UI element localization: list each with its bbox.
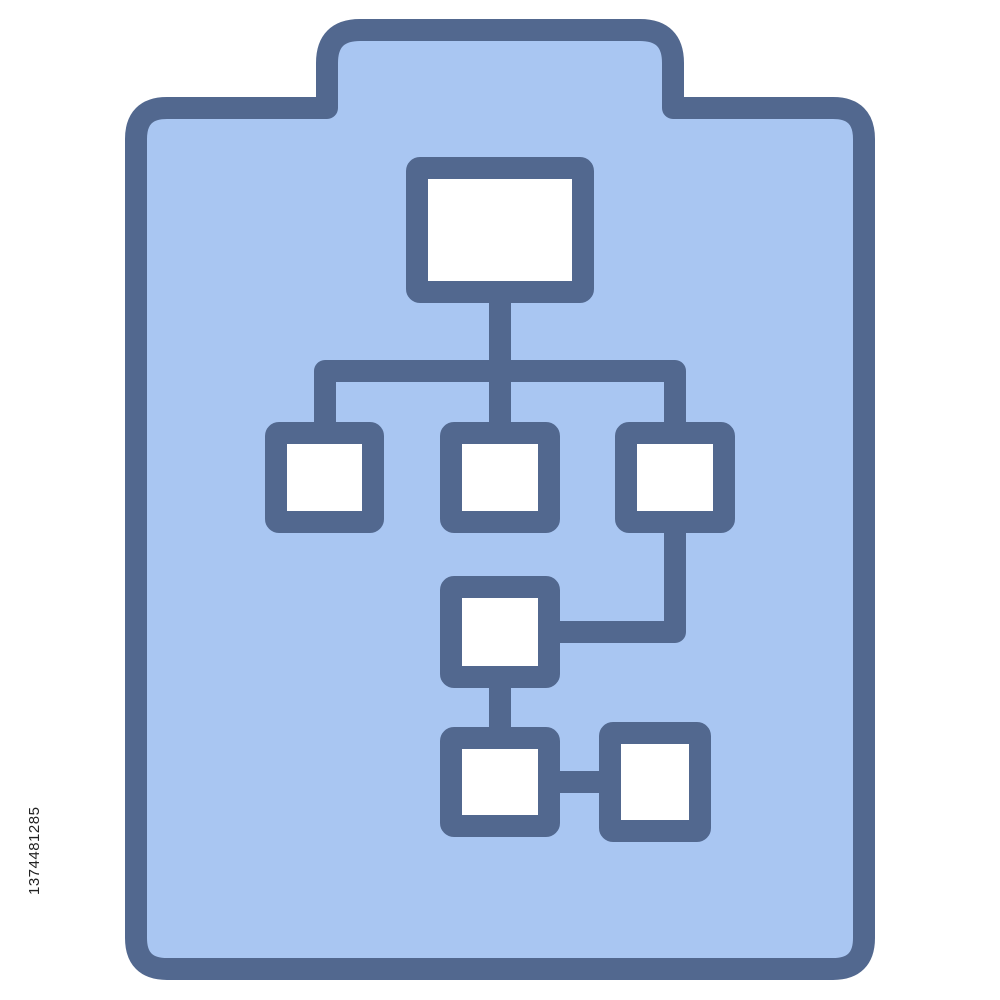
flowchart-box-right <box>615 422 735 533</box>
stock-id-text: 1374481285 <box>26 806 43 895</box>
flowchart-box-bottom-right <box>599 722 711 842</box>
flowchart-box-middle <box>440 576 560 688</box>
flowchart-boxes <box>265 157 735 842</box>
flowchart-box-root <box>406 157 594 303</box>
connector-branch-bar <box>314 360 686 433</box>
flowchart-box-bottom-left <box>440 727 560 837</box>
flowchart-box-center <box>440 422 560 533</box>
flowchart-box-left <box>265 422 384 533</box>
connector-right-to-middle <box>550 522 686 643</box>
